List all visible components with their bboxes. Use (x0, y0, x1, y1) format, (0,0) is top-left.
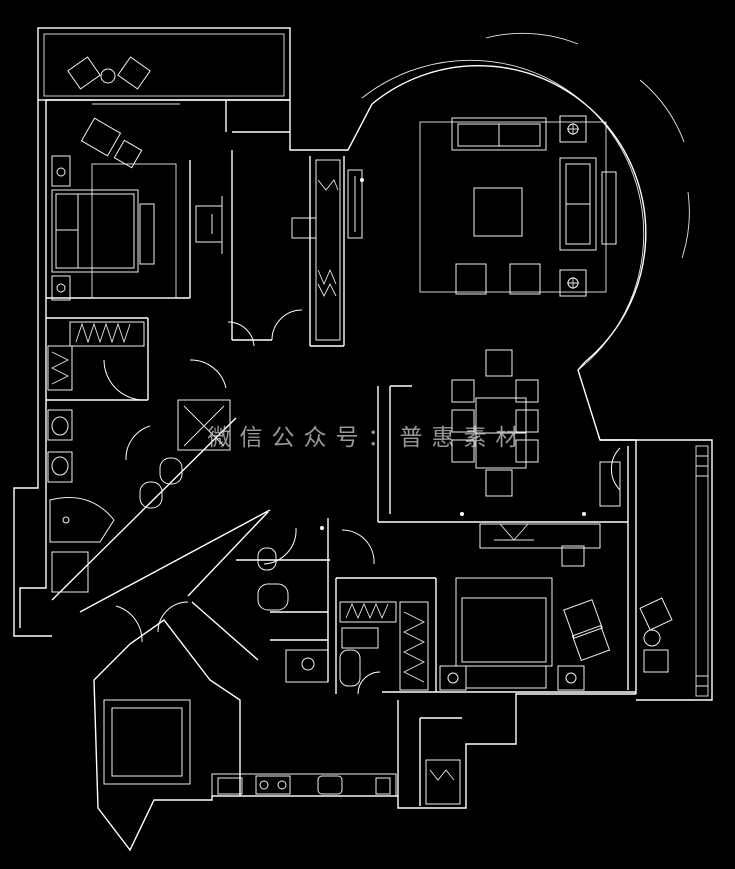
door-swings (103, 309, 621, 695)
kitchen (103, 699, 461, 805)
outer-walls (13, 27, 713, 852)
bathrooms (47, 399, 379, 687)
accent-fills (320, 178, 586, 530)
master-bedroom (47, 117, 363, 391)
balcony-right (639, 445, 709, 697)
dining-room (451, 349, 621, 507)
second-bedroom (339, 523, 611, 691)
balcony-top-left (67, 56, 180, 105)
living-room (419, 32, 690, 297)
